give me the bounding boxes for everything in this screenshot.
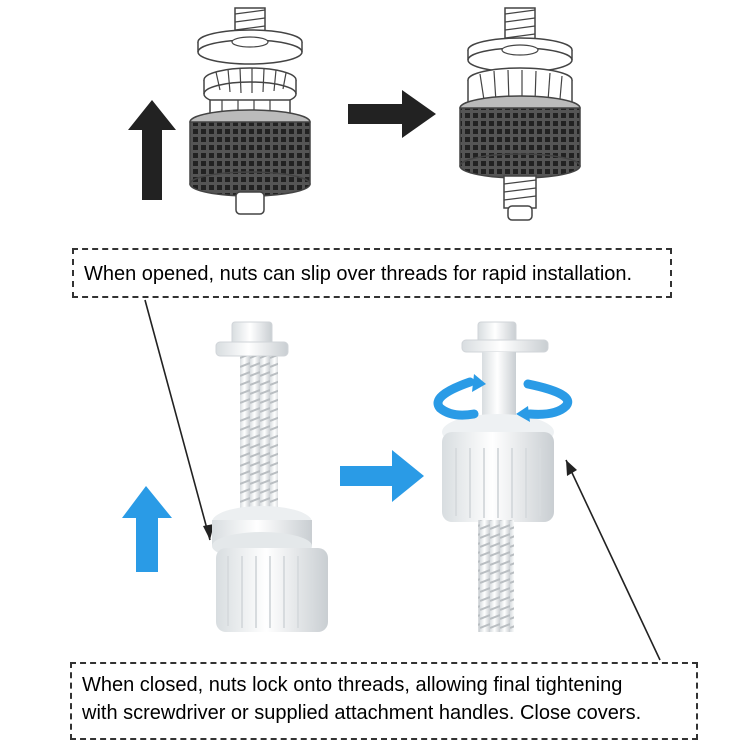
knurled-nut	[216, 548, 328, 632]
callout-closed-line2: with screwdriver or supplied attachment …	[82, 702, 642, 724]
callout-opened-text: When opened, nuts can slip over threads …	[84, 263, 633, 285]
up-arrow-blue	[122, 486, 172, 572]
opened-bolt-photo	[212, 321, 328, 632]
leader-line-closed	[565, 459, 661, 661]
bolt-tip	[235, 191, 265, 215]
right-arrow-dark	[348, 90, 436, 138]
closed-bolt-photo	[442, 321, 554, 632]
up-arrow-dark	[128, 100, 176, 200]
closed-nut-drawing	[459, 7, 581, 221]
leader-line-opened	[144, 299, 211, 541]
callout-closed-line1: When closed, nuts lock onto threads, all…	[82, 674, 623, 696]
right-arrow-blue	[340, 450, 424, 502]
rotate-arrows-blue	[433, 377, 573, 420]
bolt-shaft	[240, 356, 278, 516]
callout-opened: When opened, nuts can slip over threads …	[72, 248, 672, 298]
callout-closed: When closed, nuts lock onto threads, all…	[70, 662, 698, 740]
opened-nut-drawing	[189, 7, 311, 215]
